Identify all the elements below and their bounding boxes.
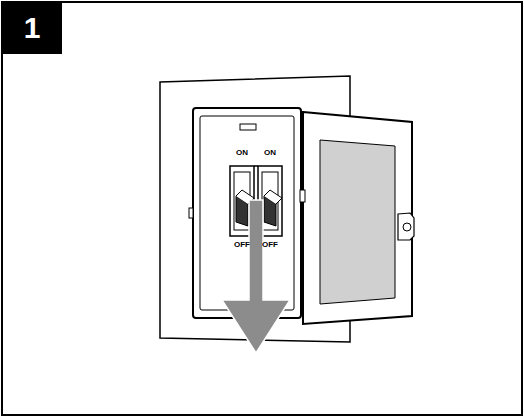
step-number-box: 1	[2, 2, 62, 54]
door-label-window	[320, 140, 395, 304]
panel-enclosure	[193, 108, 301, 318]
hinge	[189, 208, 193, 218]
step-number: 1	[24, 11, 41, 45]
panel-door	[303, 112, 412, 324]
down-arrow	[222, 200, 290, 353]
panel-slot	[240, 124, 256, 130]
switch-position-label: ON	[264, 149, 276, 157]
door-hinge	[300, 190, 305, 202]
switch-position-label: ON	[236, 149, 248, 157]
switch-position-label: OFF	[262, 241, 278, 249]
door-latch	[398, 213, 414, 240]
panel-inner	[200, 116, 294, 310]
switch-position-label: OFF	[234, 241, 250, 249]
